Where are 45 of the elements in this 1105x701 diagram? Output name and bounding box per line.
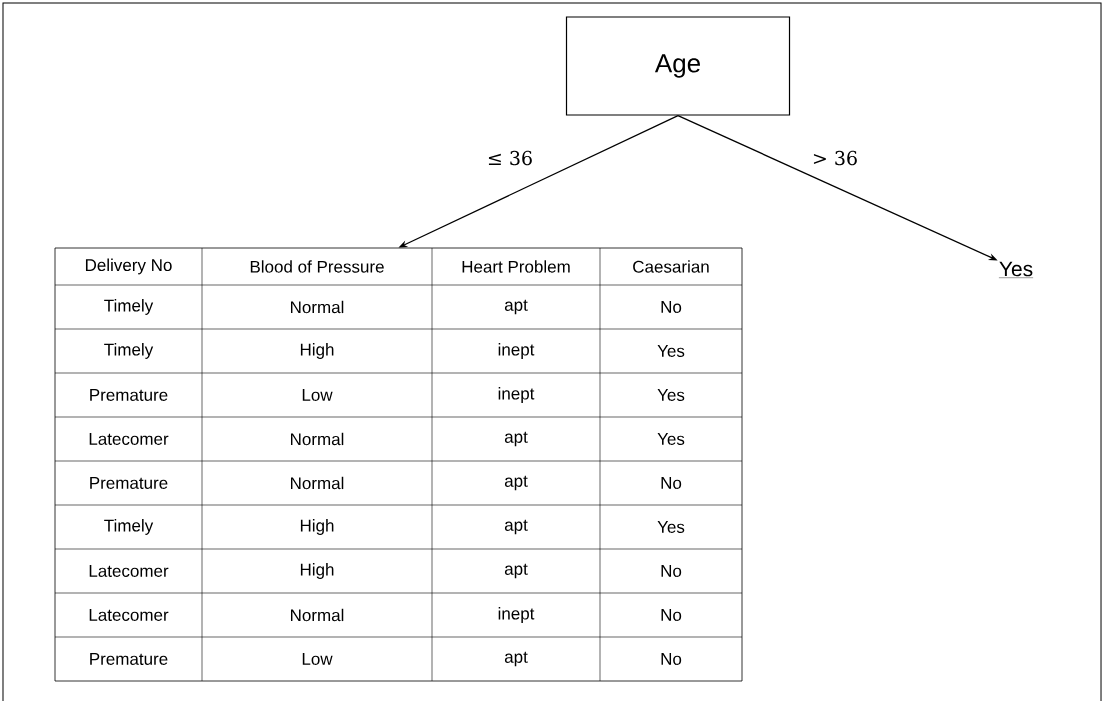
table-cell: High <box>300 343 334 359</box>
table-cell: No <box>661 653 682 665</box>
table-cell: No <box>661 609 682 621</box>
column-header: Caesarian <box>633 260 709 273</box>
table-cell: Premature <box>90 477 168 489</box>
table-cell: apt <box>504 475 528 491</box>
table-cell: High <box>300 563 334 579</box>
table-cell: apt <box>504 563 528 579</box>
table-cell: Premature <box>90 653 168 665</box>
table-cell: Timely <box>104 299 154 315</box>
table-cell: Yes <box>657 433 685 445</box>
table-cell: Timely <box>104 519 154 535</box>
table-cell: Yes <box>657 389 685 401</box>
table-cell: Yes <box>657 521 685 533</box>
column-header: Heart Problem <box>462 260 570 273</box>
table-cell: Normal <box>291 300 344 314</box>
edge-label: ≤ 36 <box>488 150 532 166</box>
table-cell: Latecomer <box>89 565 169 577</box>
table-cell: Low <box>302 389 333 401</box>
table-cell: Normal <box>291 432 344 446</box>
table-cell: Normal <box>291 608 344 622</box>
leaf-label: Yes <box>998 261 1034 278</box>
table-cell: apt <box>504 519 528 535</box>
table-cell: High <box>300 519 334 535</box>
table-cell: Yes <box>657 345 685 357</box>
decision-box: Age <box>565 16 791 116</box>
table-cell: apt <box>504 431 528 447</box>
table-cell: Normal <box>291 476 344 490</box>
table-cell: Latecomer <box>89 609 169 621</box>
table-cell: No <box>661 477 682 489</box>
table-cell: inept <box>498 387 535 403</box>
table-cell: Low <box>302 653 333 665</box>
table-cell: No <box>661 565 682 577</box>
data-table <box>54 247 743 682</box>
table-cell: Premature <box>90 389 168 401</box>
table-cell: No <box>661 301 682 313</box>
table-cell: inept <box>498 607 535 623</box>
table-cell: Latecomer <box>89 433 169 445</box>
table-cell: apt <box>504 651 528 667</box>
edge-label: > 36 <box>813 150 857 166</box>
table-cell: inept <box>498 343 535 359</box>
table-cell: apt <box>504 299 528 315</box>
table-cell: Timely <box>104 343 154 359</box>
column-header: Delivery No <box>85 258 172 275</box>
column-header: Blood of Pressure <box>250 260 384 273</box>
